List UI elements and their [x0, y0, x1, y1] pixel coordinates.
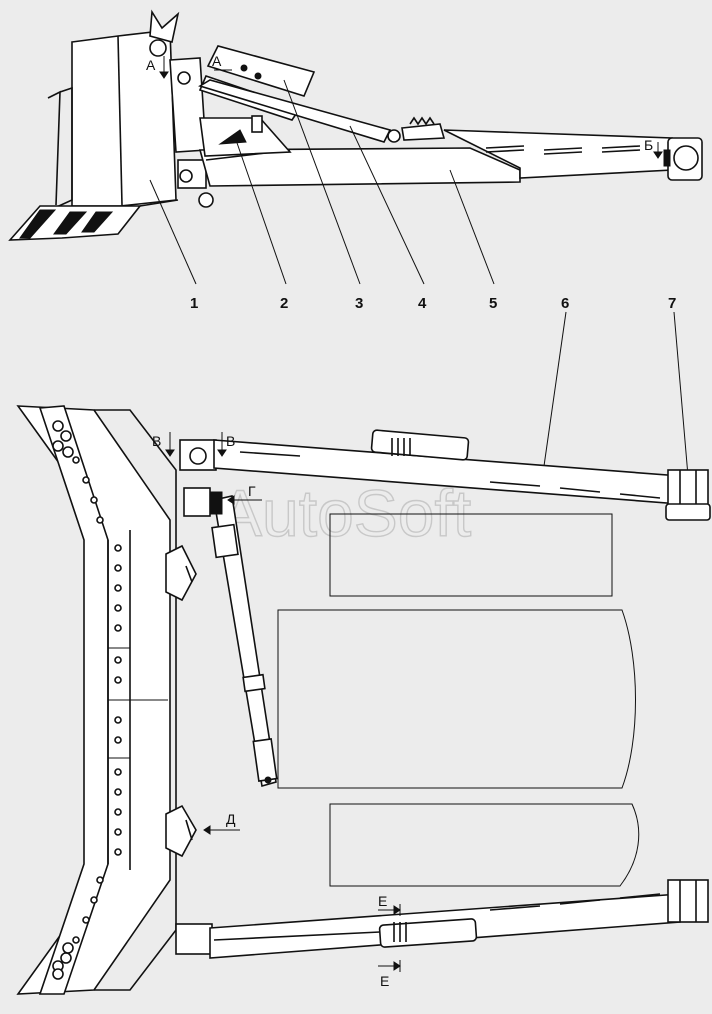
side-view: А А Б — [8, 9, 703, 241]
section-mark-e-bottom: Е — [380, 973, 389, 989]
section-mark-a-right: А — [212, 53, 222, 69]
callout-6: 6 — [561, 295, 569, 312]
pivot-pin — [149, 39, 167, 57]
callout-3: 3 — [355, 295, 363, 312]
callout-2: 2 — [280, 295, 288, 312]
callout-numbers: 1 2 3 4 5 6 7 — [190, 295, 676, 312]
watermark-text: AutoSoft — [218, 476, 471, 550]
lower-arm-turnbuckle — [378, 918, 478, 948]
lower-arm-mount — [175, 923, 213, 955]
tractor-body-rear — [329, 803, 640, 887]
callout-leaders — [149, 79, 689, 477]
tractor-body-front — [329, 513, 613, 597]
callout-5: 5 — [489, 295, 497, 312]
blade-face — [38, 405, 109, 995]
blade-corner-teeth — [52, 420, 74, 980]
lower-arm-trunnion — [667, 879, 709, 923]
upper-arm-turnbuckle — [370, 429, 470, 461]
tractor-body-middle — [277, 609, 636, 789]
brace-rod — [198, 79, 392, 143]
blade-bracket-upper — [165, 544, 197, 602]
plan-view: В В Г Д Е Е — [16, 405, 711, 995]
upper-arm-trunnion — [667, 469, 709, 509]
section-mark-v-right: В — [226, 433, 235, 449]
hydraulic-cylinder-side — [206, 45, 316, 97]
section-mark-e-top: Е — [378, 893, 387, 909]
support-bracket — [199, 117, 292, 157]
section-mark-a-left: А — [146, 57, 156, 73]
callout-7: 7 — [668, 295, 676, 312]
blade-bolt-holes — [72, 456, 122, 944]
section-mark-v-left: В — [152, 433, 161, 449]
section-mark-g: Г — [248, 483, 256, 499]
callout-4: 4 — [418, 295, 427, 312]
section-mark-d: Д — [226, 811, 236, 827]
blade-bracket-lower — [165, 804, 197, 858]
section-mark-b: Б — [644, 137, 653, 153]
callout-1: 1 — [190, 295, 198, 312]
